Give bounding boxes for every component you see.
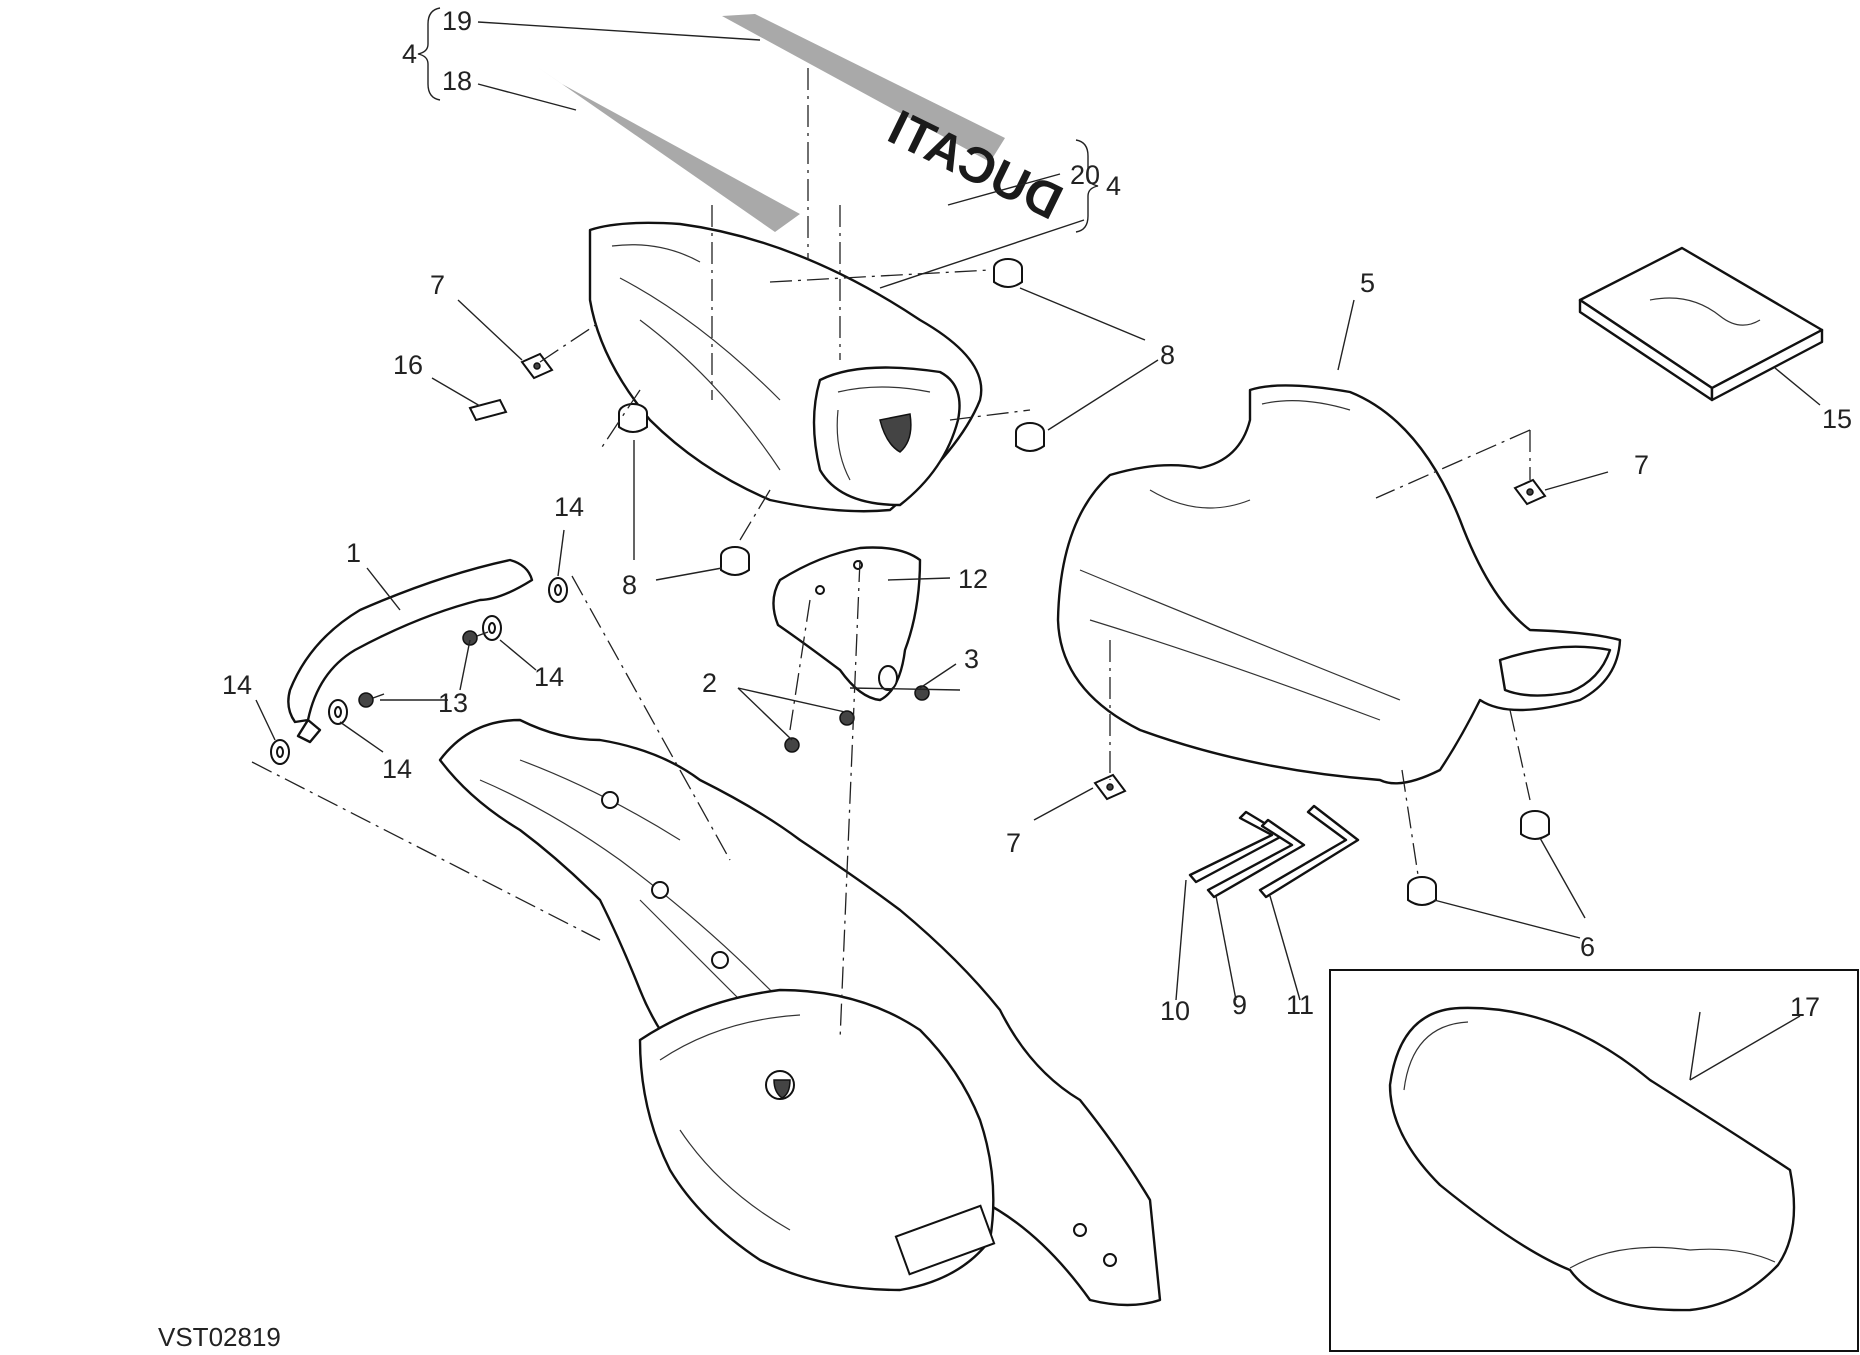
callout-19: 19 (442, 6, 472, 36)
callout-16: 16 (393, 350, 423, 380)
callout-13: 13 (438, 688, 468, 718)
clip-7-bottom (1093, 773, 1127, 801)
hex-key-11 (1258, 804, 1360, 899)
rubber-bumpers (618, 258, 1550, 906)
callout-1: 1 (346, 538, 361, 568)
callout-7-bottom: 7 (1006, 828, 1021, 858)
brace-group-4-right (1075, 139, 1099, 233)
passenger-seat-5 (1056, 384, 1622, 785)
pad-16 (468, 398, 508, 422)
screw-2-b (839, 710, 855, 726)
callout-6: 6 (1580, 932, 1595, 962)
bumper-6-a (1520, 810, 1550, 840)
drawing-code: VST02819 (158, 1322, 281, 1352)
callout-20: 20 (1070, 160, 1100, 190)
leader-lines (255, 21, 1821, 1081)
callout-14-top: 14 (554, 492, 584, 522)
callout-4-top: 4 (402, 39, 417, 69)
washer-14-top (548, 577, 568, 603)
screw-13-a (462, 630, 489, 646)
callout-17: 17 (1790, 992, 1820, 1022)
hex-key-10 (1188, 810, 1286, 884)
callout-10: 10 (1160, 996, 1190, 1026)
callout-14-bottom: 14 (382, 754, 412, 784)
bumper-8-c (618, 403, 648, 433)
bumper-8-a (993, 258, 1023, 288)
callout-12: 12 (958, 564, 988, 594)
ducati-decal-text: DUCATI (880, 99, 1071, 230)
bumper-8-b (1015, 422, 1045, 452)
callout-11: 11 (1286, 990, 1314, 1020)
grab-handle-1 (287, 558, 534, 744)
callout-7-left: 7 (430, 270, 445, 300)
clip-7-left (520, 352, 554, 380)
assembly-axes (251, 68, 1531, 1041)
callout-7-right: 7 (1634, 450, 1649, 480)
callout-14-left: 14 (222, 670, 252, 700)
washer-14-bottom (328, 699, 348, 725)
brace-group-4-top (417, 7, 441, 101)
clip-7-right (1513, 478, 1547, 506)
owner-manual-15 (1578, 246, 1824, 402)
callout-5: 5 (1360, 268, 1375, 298)
callout-9: 9 (1232, 990, 1247, 1020)
callout-15: 15 (1822, 404, 1852, 434)
callout-3: 3 (964, 644, 979, 674)
washer-14-left (270, 739, 290, 765)
bracket-12 (772, 546, 922, 702)
bumper-6-b (1407, 876, 1437, 906)
solo-seat-17-inset (1329, 969, 1859, 1352)
ducati-decal: DUCATI (880, 99, 1071, 230)
hex-keys (1188, 804, 1360, 899)
hex-key-9 (1206, 818, 1306, 899)
rear-subframe (438, 718, 1162, 1307)
washer-14-mid (482, 615, 502, 641)
callout-2: 2 (702, 668, 717, 698)
callout-14-mid: 14 (534, 662, 564, 692)
callout-8-left: 8 (622, 570, 637, 600)
seat-cowl (588, 221, 983, 513)
clips (468, 352, 1547, 801)
decal-stripe-19 (722, 14, 1005, 162)
callout-18: 18 (442, 66, 472, 96)
decal-stripe-18 (536, 66, 800, 232)
callout-4-right: 4 (1106, 171, 1121, 201)
callout-labels: 19 18 4 20 4 7 16 8 8 5 15 7 14 1 12 3 1… (222, 6, 1852, 1026)
bumper-8-d (720, 546, 750, 576)
callout-8-right: 8 (1160, 340, 1175, 370)
screw-2-a (784, 737, 800, 753)
screw-13-b (358, 692, 385, 708)
